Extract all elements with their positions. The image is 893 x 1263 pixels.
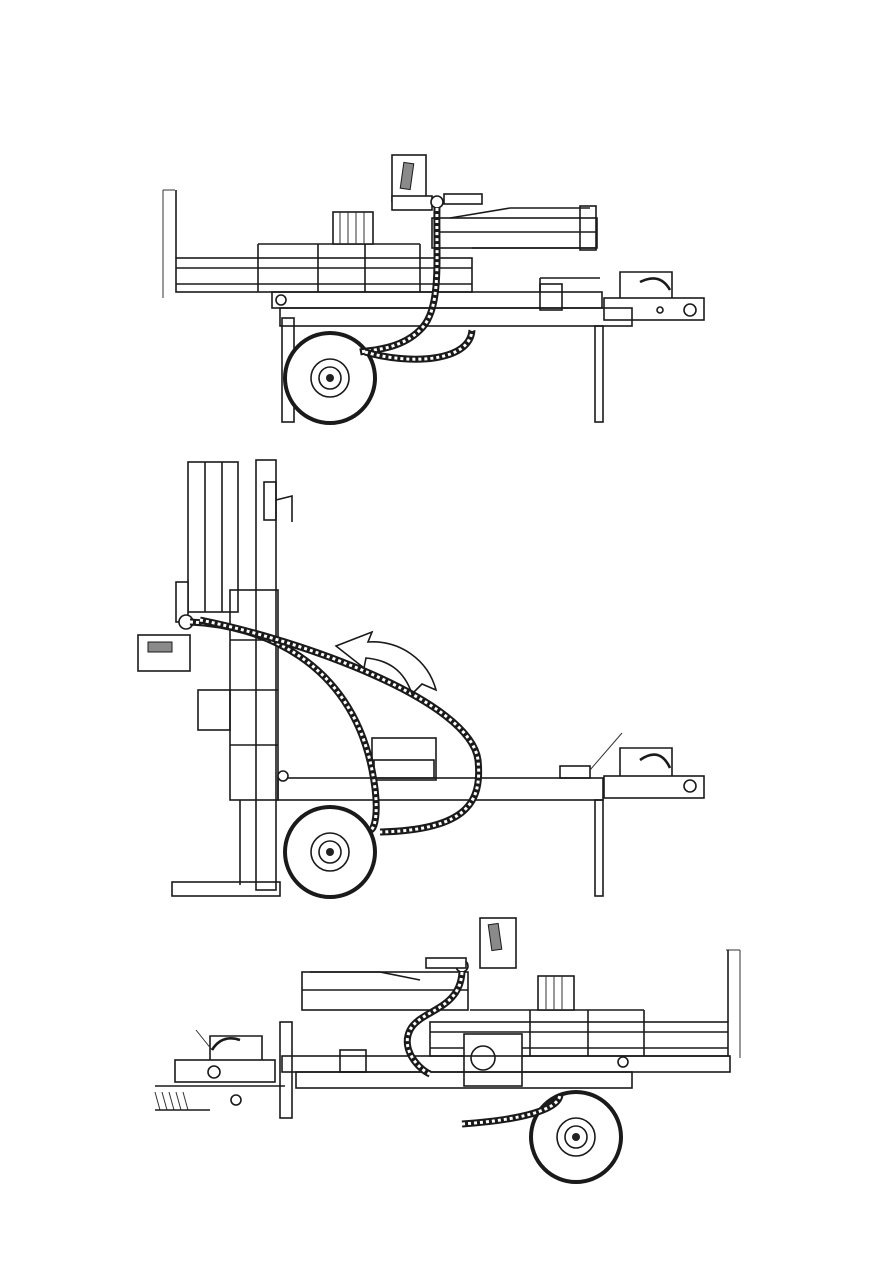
tow-hitch-2-icon: [590, 733, 704, 798]
wheel-2-icon: [278, 771, 375, 897]
support-leg-2: [595, 800, 603, 896]
control-valve-icon: [392, 155, 482, 210]
figure-transport-position: [163, 155, 704, 423]
figure-hitched-position: [155, 918, 740, 1182]
control-valve-vertical-icon: [138, 582, 193, 671]
main-beam: [272, 278, 632, 326]
support-leg: [595, 326, 603, 422]
tow-hitch-icon: [604, 272, 704, 320]
foot-plate: [172, 882, 280, 896]
engine-icon: [333, 212, 373, 244]
figure-vertical-position: [138, 460, 704, 897]
vehicle-bumper: [155, 1086, 285, 1110]
tow-hitch-3-icon: [175, 1030, 275, 1082]
wheel-3-icon: [531, 1057, 628, 1182]
wheel-icon: [276, 295, 375, 423]
hydraulic-cylinder: [432, 206, 597, 250]
engine-3-icon: [464, 976, 574, 1086]
main-beam-2: [278, 738, 603, 800]
control-valve-3-icon: [426, 918, 516, 972]
